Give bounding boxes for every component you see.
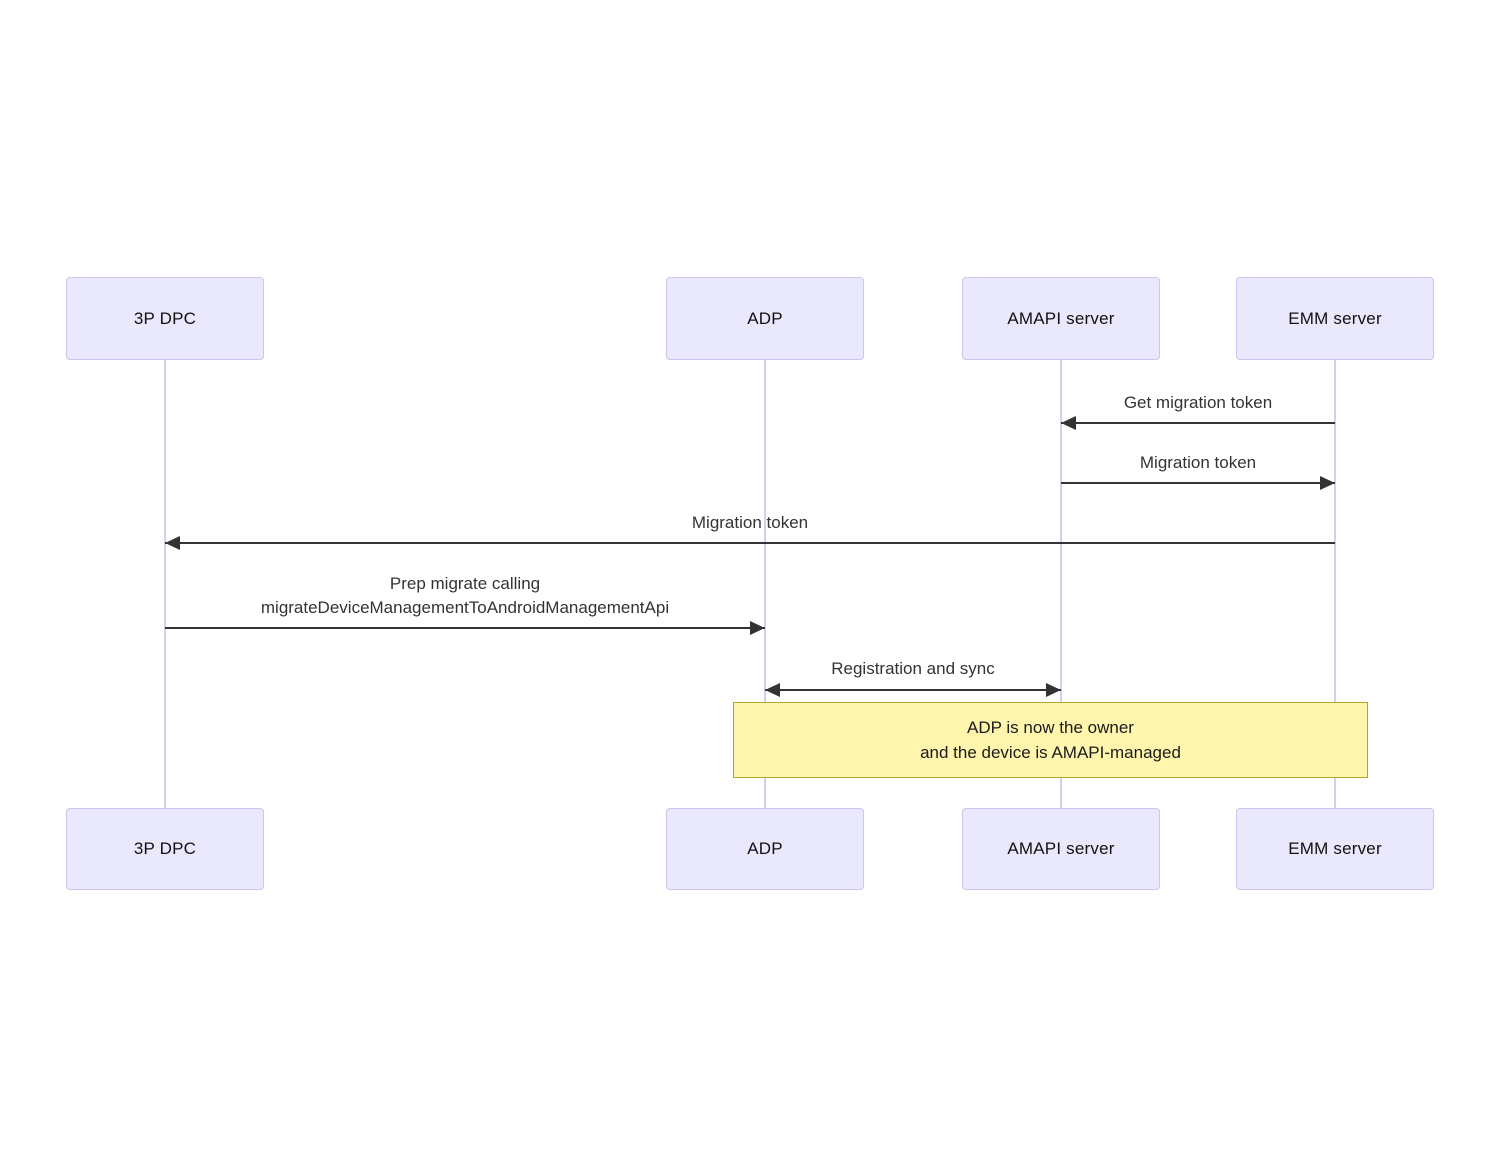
message-line (165, 627, 765, 629)
actor-top-amapi-server: AMAPI server (962, 277, 1160, 360)
message-label: Registration and sync (831, 659, 995, 678)
arrowhead-right-icon (1320, 476, 1335, 490)
actor-top-3p-dpc: 3P DPC (66, 277, 264, 360)
message-label-line1: Prep migrate calling (389, 574, 541, 593)
actor-top-emm-server: EMM server (1236, 277, 1434, 360)
message-label: Get migration token (1123, 393, 1273, 412)
message-line (765, 689, 1061, 691)
message-line (165, 542, 1335, 544)
lifeline-emm-server (1334, 360, 1336, 808)
lifeline-amapi-server (1060, 360, 1062, 808)
actor-bottom-emm-server: EMM server (1236, 808, 1434, 890)
arrowhead-left-icon (765, 683, 780, 697)
arrowhead-left-icon (1061, 416, 1076, 430)
actor-bottom-adp: ADP (666, 808, 864, 890)
note-adp-owner: ADP is now the owner and the device is A… (733, 702, 1368, 778)
message-line (1061, 482, 1335, 484)
actor-bottom-3p-dpc: 3P DPC (66, 808, 264, 890)
message-label: Migration token (1139, 453, 1257, 472)
actor-bottom-amapi-server: AMAPI server (962, 808, 1160, 890)
lifeline-adp (764, 360, 766, 808)
arrowhead-right-icon (1046, 683, 1061, 697)
note-line2: and the device is AMAPI-managed (920, 743, 1181, 762)
arrowhead-left-icon (165, 536, 180, 550)
message-label-line2: migrateDeviceManagementToAndroidManageme… (260, 598, 670, 617)
lifeline-3p-dpc (164, 360, 166, 808)
arrowhead-right-icon (750, 621, 765, 635)
actor-top-adp: ADP (666, 277, 864, 360)
message-label: Migration token (691, 513, 809, 532)
note-line1: ADP is now the owner (967, 718, 1134, 737)
message-line (1061, 422, 1335, 424)
